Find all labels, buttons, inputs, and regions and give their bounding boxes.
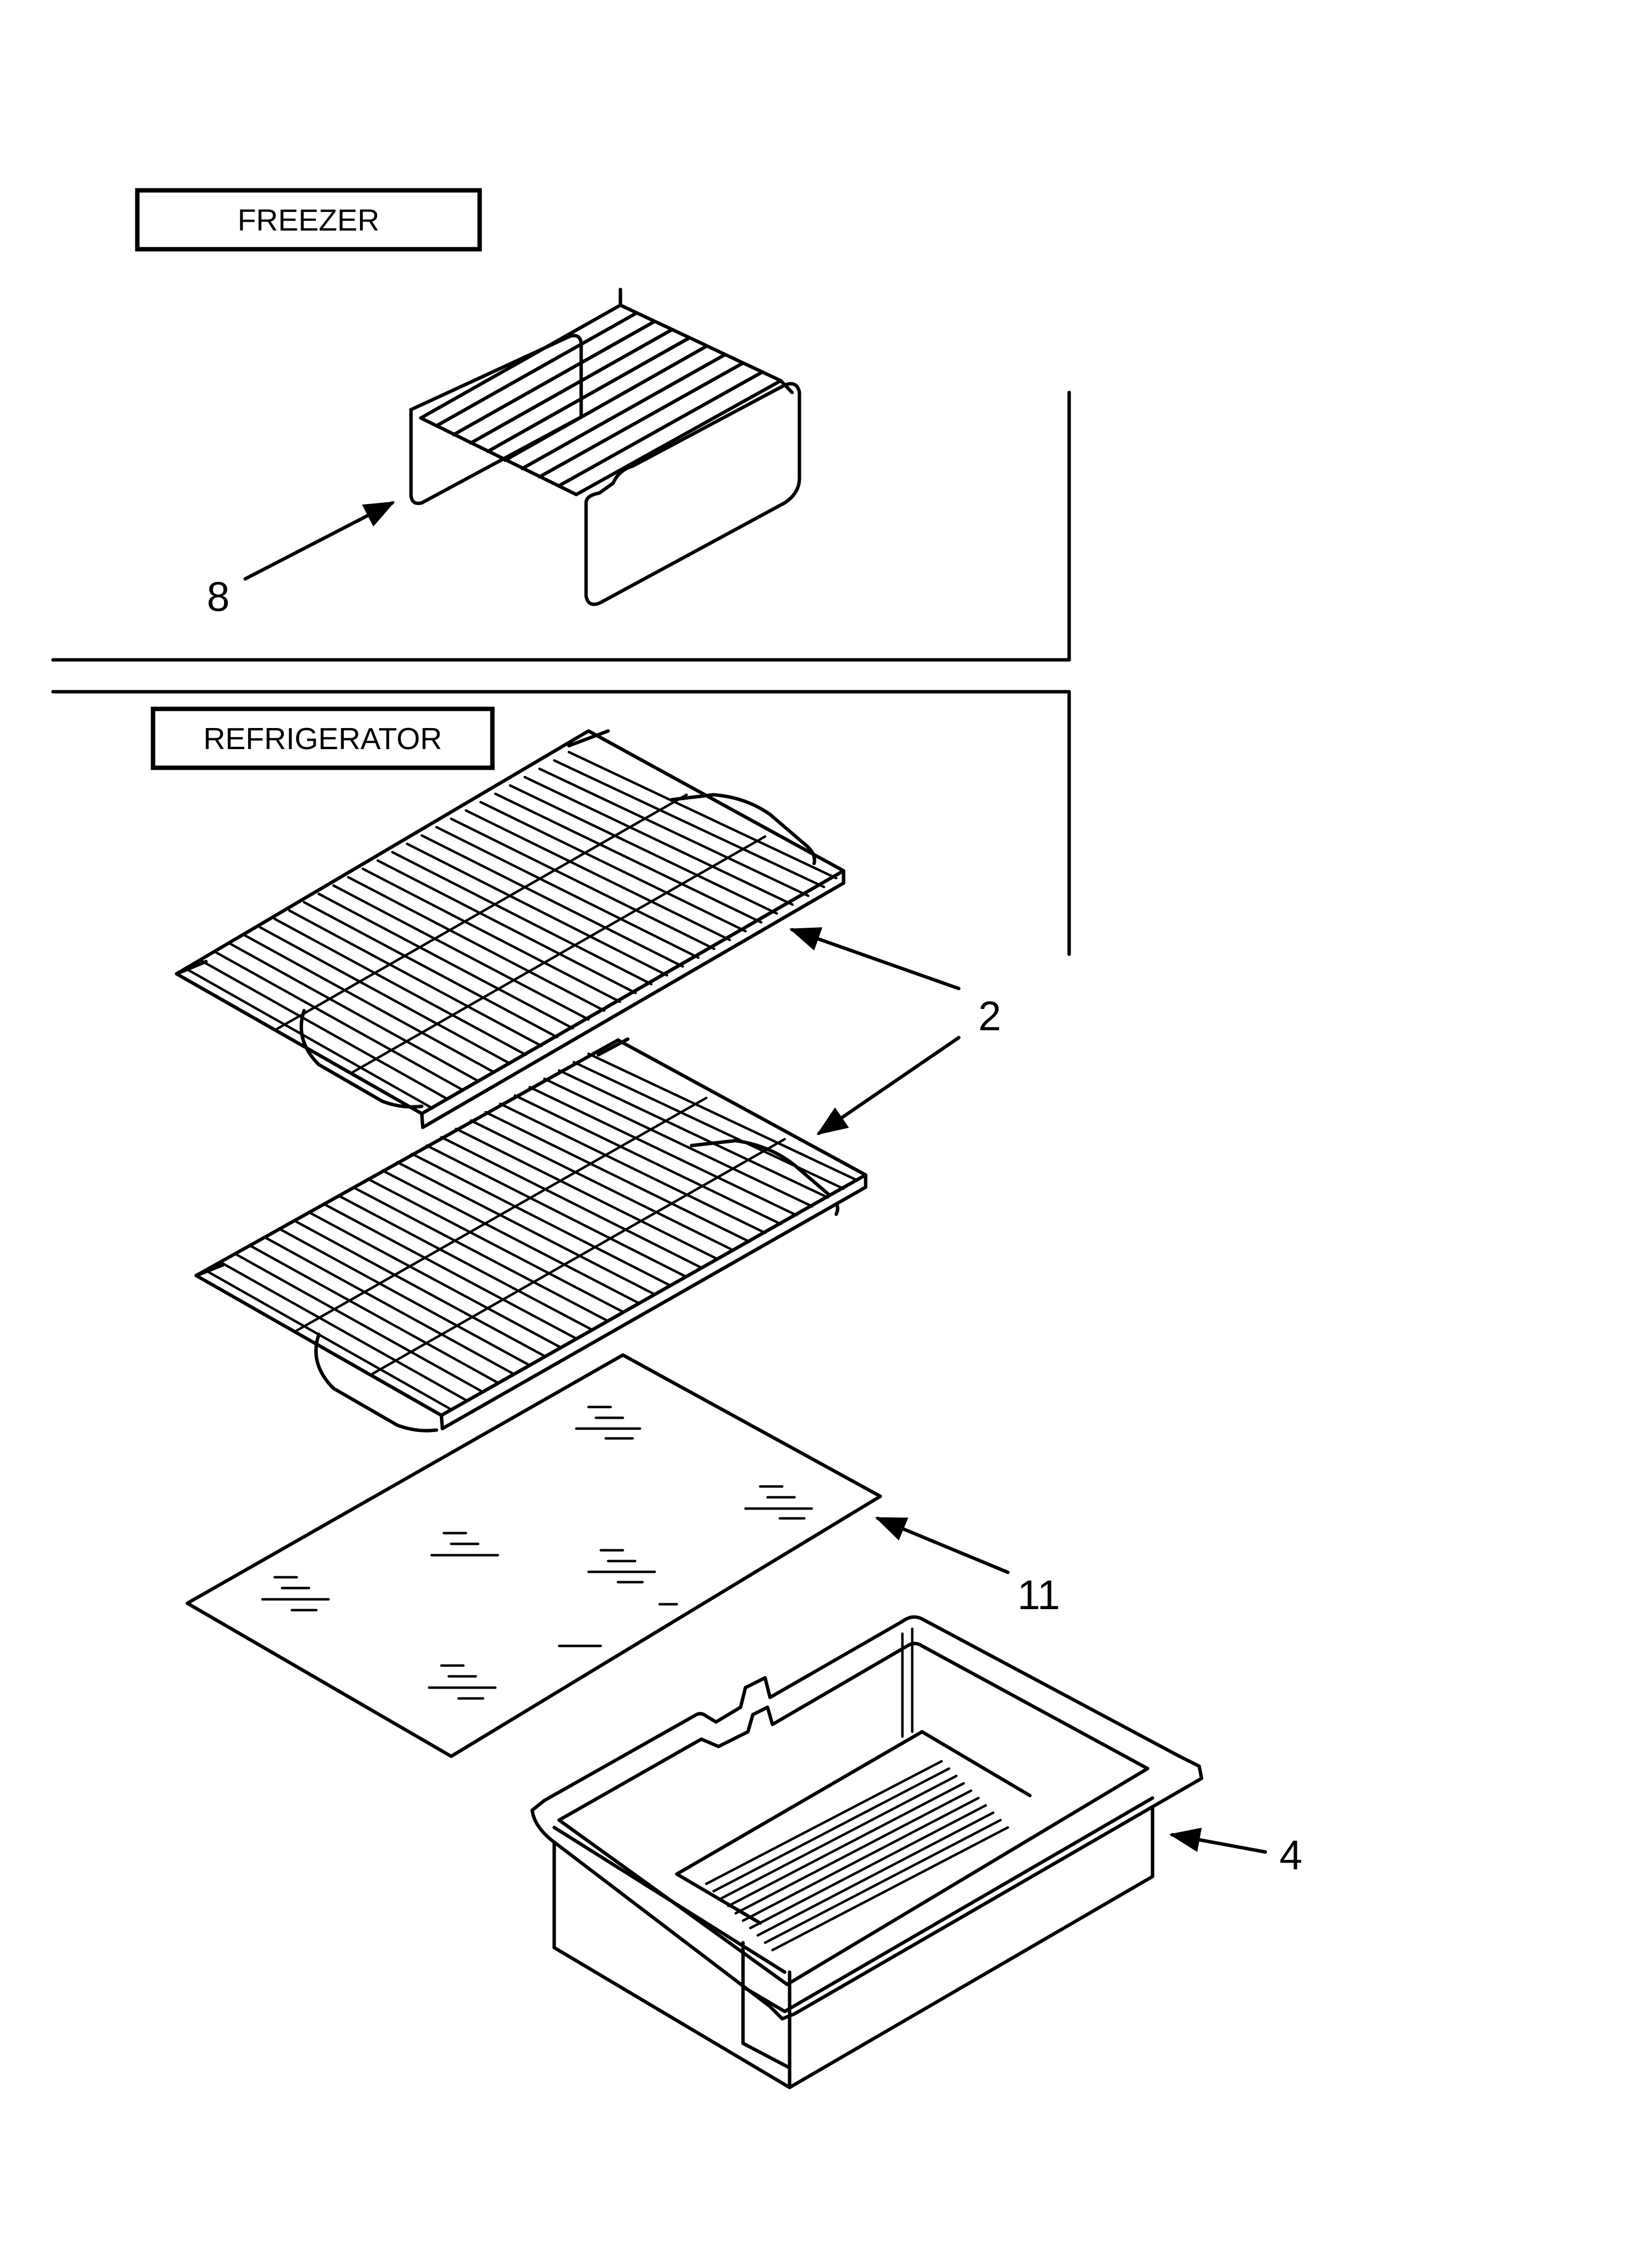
lower-shelf-slats (205, 1052, 859, 1411)
callout-11: 11 (875, 1516, 1060, 1618)
refrigerator-section-frame (51, 690, 1071, 956)
crisper-drawer (530, 1615, 1204, 2089)
callout-4: 4 (1169, 1827, 1303, 1878)
callout-8: 8 (207, 501, 395, 620)
crisper-vent-slots (705, 1760, 1009, 1952)
refrigerator-label: REFRIGERATOR (204, 722, 442, 756)
freezer-wire-rack (409, 287, 801, 606)
freezer-label: FREEZER (237, 204, 379, 237)
glass-reflection-marks (261, 1406, 813, 1700)
glass-shelf (185, 1353, 882, 1758)
freezer-rack-wires (419, 287, 794, 496)
callout-label-8: 8 (207, 574, 230, 620)
upper-wire-shelf (175, 729, 846, 1129)
freezer-section-frame (51, 391, 1071, 662)
upper-shelf-slats (185, 751, 838, 1109)
callout-2: 2 (789, 927, 1001, 1135)
lower-wire-shelf (194, 1037, 868, 1433)
callout-label-2: 2 (978, 993, 1001, 1039)
freezer-label-box: FREEZER (135, 188, 482, 252)
refrigerator-label-box: REFRIGERATOR (151, 706, 495, 770)
callout-label-4: 4 (1280, 1832, 1303, 1878)
callout-label-11: 11 (1017, 1572, 1060, 1618)
